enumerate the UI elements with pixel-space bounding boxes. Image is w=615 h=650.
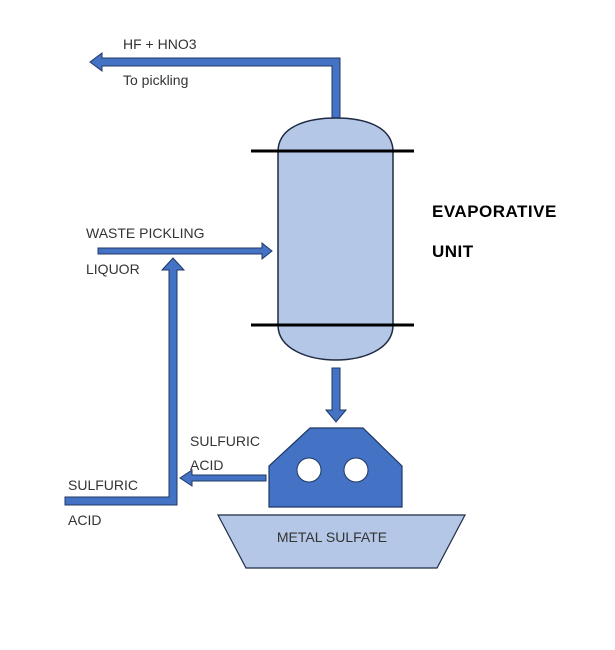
hf-hno3-outlet-arrow bbox=[89, 52, 341, 119]
metal-sulfate-tray bbox=[217, 514, 466, 569]
sulfuric-label-outer: SULFURIC bbox=[68, 477, 138, 493]
waste-liquor-feed-arrow bbox=[97, 241, 273, 261]
metal-sulfate-label: METAL SULFATE bbox=[277, 529, 387, 545]
unit-title-line2: UNIT bbox=[432, 242, 474, 261]
sulfuric-acid-recycle-arrow bbox=[64, 257, 186, 506]
acid-label-outer: ACID bbox=[68, 512, 101, 528]
crystallizer bbox=[268, 427, 403, 508]
to-pickling-label: To pickling bbox=[123, 72, 188, 88]
acid-label-inner: ACID bbox=[190, 457, 223, 473]
evaporator-vessel bbox=[251, 117, 414, 361]
sulfuric-label-inner: SULFURIC bbox=[190, 433, 260, 449]
waste-pickling-label: WASTE PICKLING bbox=[86, 225, 205, 241]
concentrate-down-arrow bbox=[324, 367, 348, 423]
unit-title-line1: EVAPORATIVE bbox=[432, 202, 557, 221]
sulfuric-acid-outlet-arrow bbox=[179, 469, 267, 487]
hf-hno3-label: HF + HNO3 bbox=[123, 36, 197, 52]
liquor-label: LIQUOR bbox=[86, 261, 140, 277]
